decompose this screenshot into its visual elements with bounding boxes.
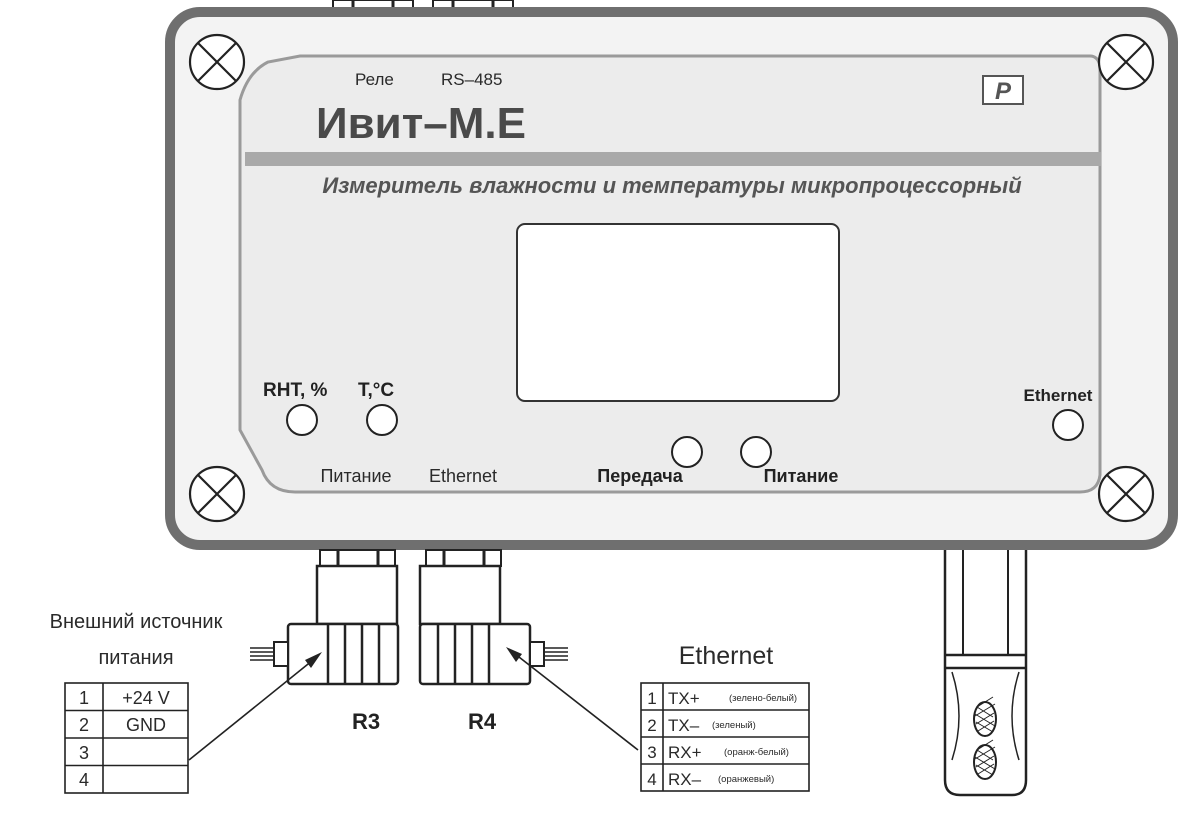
temp-label: T,°C: [358, 380, 394, 401]
ethernet-wire-color: (зелено-белый): [729, 693, 797, 704]
gland-r4: [418, 549, 502, 626]
ethernet-wire-color: (зеленый): [712, 720, 756, 731]
screw-bottom-right: [1097, 465, 1155, 523]
power-pin: 2: [79, 715, 89, 735]
ethernet-pin: 4: [647, 770, 656, 789]
rht-led: [286, 404, 318, 436]
ethernet-wire-color: (оранж-белый): [724, 747, 789, 758]
manufacturer-logo: P: [982, 75, 1024, 105]
power-led: [740, 436, 772, 468]
power-pin: 1: [79, 688, 89, 708]
screw-top-right: [1097, 33, 1155, 91]
bottom-power-label: Питание: [320, 466, 391, 486]
ethernet-pin: 3: [647, 743, 656, 762]
ethernet-table-title: Ethernet: [679, 642, 774, 670]
connector-r3: [250, 622, 400, 686]
bottom-ethernet-label: Ethernet: [429, 466, 497, 486]
pointer-r3: [188, 652, 322, 761]
ethernet-led: [1052, 409, 1084, 441]
power-pin: 4: [79, 770, 89, 790]
r4-label: R4: [468, 709, 497, 734]
gland-r3: [315, 549, 399, 626]
pointer-r4: [506, 647, 639, 751]
transmit-led: [671, 436, 703, 468]
rs485-label: RS–485: [441, 70, 502, 89]
r3-label: R3: [352, 709, 380, 734]
probe-filter-top: [973, 696, 997, 737]
ethernet-wire-color: (оранжевый): [718, 774, 774, 785]
relay-label: Реле: [355, 70, 394, 89]
power-table-title-line1: Внешний источник: [50, 611, 223, 633]
screw-bottom-left: [188, 465, 246, 523]
probe-filter-bottom: [973, 739, 997, 780]
ethernet-signal: TX–: [668, 716, 700, 735]
device-description: Измеритель влажности и температуры микро…: [322, 173, 1022, 198]
rht-label: RHT, %: [263, 380, 328, 401]
ethernet-signal: RX–: [668, 770, 702, 789]
model-title: Ивит–М.Е: [316, 99, 526, 148]
connector-r4: [418, 622, 568, 686]
humidity-probe: [943, 550, 1028, 797]
screw-top-left: [188, 33, 246, 91]
power-signal: +24 V: [122, 688, 170, 708]
power-table: 1 +24 V 2 GND 3 4: [64, 682, 189, 794]
panel-stripe: [245, 152, 1101, 166]
power-table-title-line2: питания: [98, 647, 173, 669]
transmit-label: Передача: [597, 466, 683, 486]
display-window: [516, 223, 840, 402]
logo-text: P: [995, 78, 1012, 105]
ethernet-led-label: Ethernet: [1024, 386, 1093, 405]
ethernet-signal: TX+: [668, 689, 700, 708]
ethernet-signal: RX+: [668, 743, 702, 762]
power-pin: 3: [79, 743, 89, 763]
power-signal: GND: [126, 715, 166, 735]
ethernet-pin: 2: [647, 716, 656, 735]
power-led-label: Питание: [764, 466, 839, 486]
temp-led: [366, 404, 398, 436]
ethernet-pin: 1: [647, 689, 656, 708]
ethernet-table: 1 TX+ (зелено-белый) 2 TX– (зеленый) 3 R…: [640, 682, 810, 792]
